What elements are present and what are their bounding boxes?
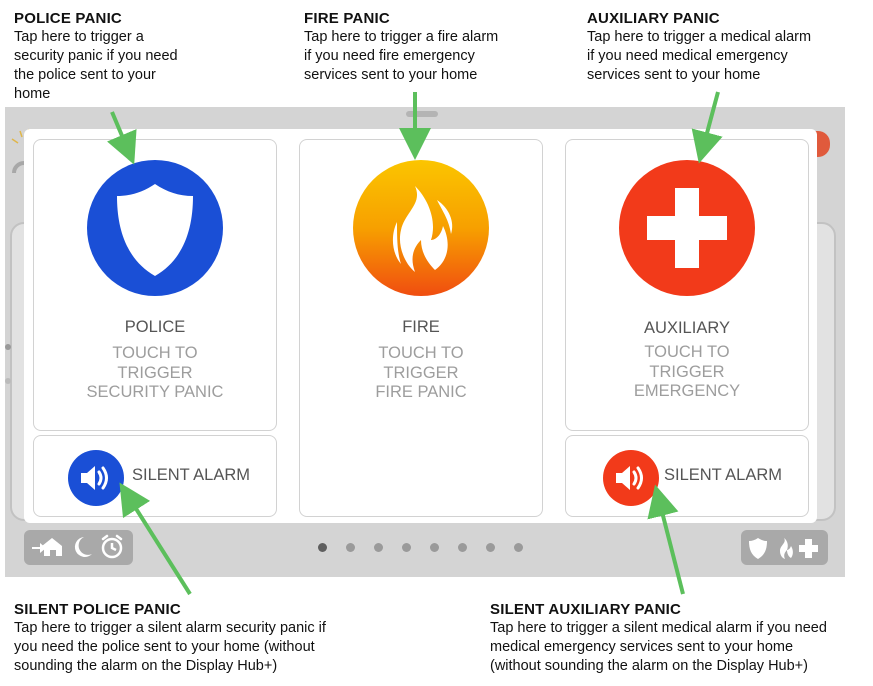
annotation-title: SILENT AUXILIARY PANIC bbox=[490, 601, 682, 618]
card-subtitle: TOUCH TO TRIGGER SECURITY PANIC bbox=[34, 344, 276, 403]
annotation-line: you need the police sent to your home (w… bbox=[14, 639, 315, 655]
silent-alarm-label: SILENT ALARM bbox=[664, 466, 782, 484]
away-mode-icon[interactable] bbox=[32, 538, 62, 556]
page-dot[interactable] bbox=[430, 543, 439, 552]
silent-alarm-label: SILENT ALARM bbox=[132, 466, 250, 484]
annotation-line: Tap here to trigger a silent alarm secur… bbox=[14, 620, 326, 636]
page-dot[interactable] bbox=[402, 543, 411, 552]
annotation-line: Tap here to trigger a fire alarm bbox=[304, 29, 499, 45]
card-title: FIRE bbox=[402, 318, 440, 336]
medical-cross-icon bbox=[799, 539, 818, 558]
fire-circle bbox=[353, 160, 489, 296]
night-mode-icon[interactable] bbox=[74, 537, 92, 557]
silent-police-alarm-button[interactable]: SILENT ALARM bbox=[33, 435, 277, 517]
annotation-line: (without sounding the alarm on the Displ… bbox=[490, 658, 808, 674]
flame-icon bbox=[392, 186, 453, 272]
drawer-handle[interactable] bbox=[406, 111, 438, 117]
annotation-line: services sent to your home bbox=[587, 67, 761, 83]
annotation-auxiliary-panic: AUXILIARY PANIC Tap here to trigger a me… bbox=[587, 9, 811, 85]
card-subtitle-line: TOUCH TO bbox=[112, 344, 198, 362]
annotation-line: home bbox=[14, 86, 51, 102]
page-dot[interactable] bbox=[486, 543, 495, 552]
auxiliary-circle bbox=[619, 160, 755, 296]
card-subtitle-line: FIRE PANIC bbox=[375, 383, 467, 401]
card-subtitle: TOUCH TO TRIGGER EMERGENCY bbox=[566, 343, 808, 402]
annotation-title: SILENT POLICE PANIC bbox=[14, 601, 181, 618]
side-indicator bbox=[5, 378, 11, 384]
silent-auxiliary-circle bbox=[603, 450, 659, 506]
card-subtitle-line: EMERGENCY bbox=[633, 382, 741, 400]
security-mode-bar bbox=[24, 530, 133, 565]
annotation-title: FIRE PANIC bbox=[304, 10, 390, 27]
fire-panic-button[interactable]: FIRE TOUCH TO TRIGGER FIRE PANIC bbox=[299, 139, 543, 517]
card-title: AUXILIARY bbox=[644, 319, 730, 337]
silent-auxiliary-alarm-button[interactable]: SILENT ALARM bbox=[565, 435, 809, 517]
page-dot[interactable] bbox=[318, 543, 327, 552]
annotation-line: security panic if you need bbox=[14, 48, 178, 64]
shield-icon bbox=[749, 538, 767, 559]
speaker-icon bbox=[81, 466, 108, 490]
card-subtitle-line: TOUCH TO bbox=[378, 344, 464, 362]
card-title: POLICE bbox=[124, 318, 186, 336]
annotation-line: medical emergency services sent to your … bbox=[490, 639, 794, 655]
flame-icon bbox=[780, 538, 793, 559]
annotation-fire-panic: FIRE PANIC Tap here to trigger a fire al… bbox=[304, 9, 498, 85]
shield-icon bbox=[117, 184, 193, 276]
auxiliary-panic-button[interactable]: AUXILIARY TOUCH TO TRIGGER EMERGENCY bbox=[565, 139, 809, 431]
annotation-title: POLICE PANIC bbox=[14, 10, 122, 27]
panic-shortcut-button[interactable] bbox=[741, 530, 828, 565]
annotation-line: sounding the alarm on the Display Hub+) bbox=[14, 658, 278, 674]
annotation-line: if you need medical emergency bbox=[587, 48, 788, 64]
medical-cross-icon bbox=[647, 188, 727, 268]
annotation-silent-auxiliary-panic: SILENT AUXILIARY PANIC Tap here to trigg… bbox=[490, 600, 827, 676]
annotation-line: the police sent to your bbox=[14, 67, 156, 83]
annotation-silent-police-panic: SILENT POLICE PANIC Tap here to trigger … bbox=[14, 600, 326, 676]
page-dot[interactable] bbox=[346, 543, 355, 552]
side-indicator bbox=[5, 344, 11, 350]
page-indicator bbox=[318, 543, 523, 552]
card-subtitle-line: TRIGGER bbox=[649, 362, 725, 381]
annotation-line: Tap here to trigger a silent medical ala… bbox=[490, 620, 827, 636]
silent-police-circle bbox=[68, 450, 124, 506]
page-dot[interactable] bbox=[514, 543, 523, 552]
police-circle bbox=[87, 160, 223, 296]
annotation-title: AUXILIARY PANIC bbox=[587, 10, 720, 27]
alarm-clock-icon[interactable] bbox=[101, 534, 123, 559]
page-dot[interactable] bbox=[458, 543, 467, 552]
card-subtitle-line: TOUCH TO bbox=[644, 343, 730, 361]
card-subtitle-line: SECURITY PANIC bbox=[86, 383, 224, 401]
annotation-line: Tap here to trigger a bbox=[14, 29, 144, 45]
police-panic-button[interactable]: POLICE TOUCH TO TRIGGER SECURITY PANIC bbox=[33, 139, 277, 431]
card-subtitle-line: TRIGGER bbox=[117, 363, 193, 382]
card-subtitle: TOUCH TO TRIGGER FIRE PANIC bbox=[300, 344, 542, 403]
page-dot[interactable] bbox=[374, 543, 383, 552]
card-subtitle-line: TRIGGER bbox=[383, 363, 459, 382]
speaker-icon bbox=[616, 466, 643, 490]
annotation-line: if you need fire emergency bbox=[304, 48, 475, 64]
annotation-police-panic: POLICE PANIC Tap here to trigger a secur… bbox=[14, 9, 178, 104]
annotation-line: services sent to your home bbox=[304, 67, 478, 83]
annotation-line: Tap here to trigger a medical alarm bbox=[587, 29, 812, 45]
